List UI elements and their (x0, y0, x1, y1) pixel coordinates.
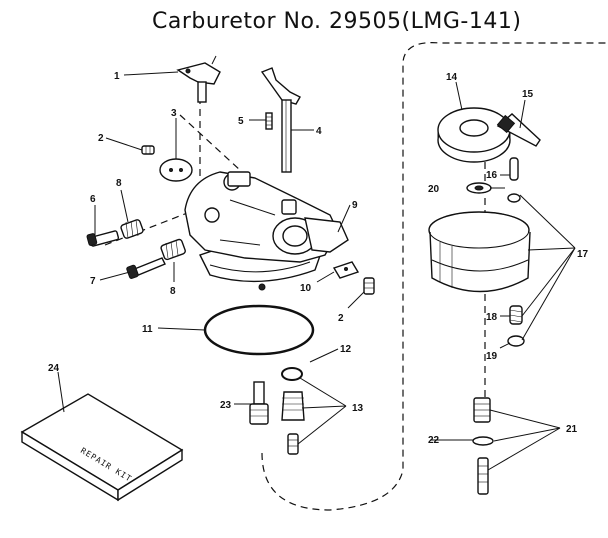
part-10-plate (332, 261, 360, 279)
callouts: 1 2 3 4 5 6 7 8 8 9 10 2 11 12 13 14 15 … (48, 71, 589, 446)
part-24-repair-kit: REPAIR KIT (20, 393, 184, 502)
callout-8-upper: 8 (116, 178, 122, 189)
callout-23: 23 (220, 400, 232, 411)
part-21-bowl-nut (473, 397, 491, 495)
callout-12: 12 (340, 344, 352, 355)
callout-1: 1 (114, 71, 120, 82)
callout-10: 10 (300, 283, 312, 294)
part-6-idle-screw (86, 230, 120, 247)
callout-22: 22 (428, 435, 440, 446)
callout-14: 14 (446, 72, 458, 83)
dash-link-3 (179, 114, 241, 171)
callout-2: 2 (98, 133, 104, 144)
callout-19: 19 (486, 351, 498, 362)
part-16-needle (507, 157, 521, 203)
part-7-adjust-screw (126, 257, 166, 279)
callout-16: 16 (486, 170, 498, 181)
part-11-bowl-gasket (203, 304, 315, 356)
callout-24: 24 (48, 363, 60, 374)
part-23-fitting (249, 381, 269, 425)
callout-9: 9 (352, 200, 358, 211)
callout-15: 15 (522, 89, 534, 100)
callout-2-right: 2 (338, 313, 344, 324)
callout-21: 21 (566, 424, 578, 435)
part-5-pin (265, 112, 273, 130)
part-4-choke-shaft (260, 67, 301, 173)
assembly-dash-outline (261, 42, 608, 511)
callout-20: 20 (428, 184, 440, 195)
leader-lines (57, 71, 576, 471)
part-8-spring-lower (160, 238, 186, 261)
part-20-washer (466, 182, 492, 194)
callout-6: 6 (90, 194, 96, 205)
part-9-carburetor-body (184, 171, 349, 291)
part-22-washer (472, 436, 494, 446)
part-2-screw (141, 145, 155, 155)
part-15-float-pin (496, 113, 541, 147)
part-19-seal (507, 335, 525, 347)
callout-13: 13 (352, 403, 364, 414)
part-8-spring-upper (120, 219, 144, 239)
diagram-title: Carburetor No. 29505(LMG-141) (152, 9, 521, 34)
part-14-float (437, 107, 511, 163)
callout-5: 5 (238, 116, 244, 127)
part-1-throttle-lever (176, 55, 221, 103)
part-12-o-ring (281, 367, 303, 381)
part-17-float-bowl (428, 211, 531, 293)
callout-17: 17 (577, 249, 589, 260)
part-3-throttle-plate (159, 158, 193, 182)
dash-link-6 (104, 209, 196, 246)
callout-18: 18 (486, 312, 498, 323)
callout-11: 11 (142, 324, 153, 335)
part-18-spring (509, 305, 523, 325)
callout-3: 3 (171, 108, 177, 119)
part-13-jets (281, 391, 305, 455)
callout-8-lower: 8 (170, 286, 176, 297)
part-2-screw-right (363, 277, 375, 295)
callout-7: 7 (90, 276, 96, 287)
callout-4: 4 (316, 126, 322, 137)
